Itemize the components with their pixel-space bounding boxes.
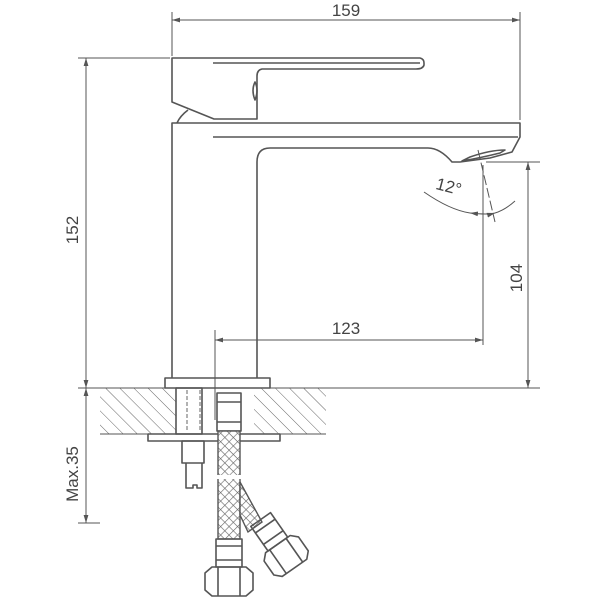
dimension-max-counter-thickness: Max.35 bbox=[63, 388, 100, 524]
dimension-spout-reach: 123 bbox=[214, 165, 484, 420]
countertop-section bbox=[100, 388, 326, 442]
lever-handle bbox=[171, 57, 425, 124]
mounting-hardware bbox=[175, 387, 242, 489]
dimension-label-104: 104 bbox=[507, 264, 526, 292]
dimension-label-159: 159 bbox=[332, 1, 360, 20]
dimension-label-max35: Max.35 bbox=[63, 446, 82, 502]
dimension-overall-length: 159 bbox=[171, 1, 521, 120]
dimension-label-123: 123 bbox=[332, 319, 360, 338]
supply-hoses bbox=[204, 430, 310, 597]
dimension-label-152: 152 bbox=[63, 216, 82, 244]
dimension-label-12-degrees: 12° bbox=[434, 174, 464, 199]
dimension-overall-height: 152 bbox=[63, 57, 540, 389]
dimension-spout-height: 104 bbox=[486, 161, 540, 388]
faucet-body bbox=[164, 122, 521, 389]
